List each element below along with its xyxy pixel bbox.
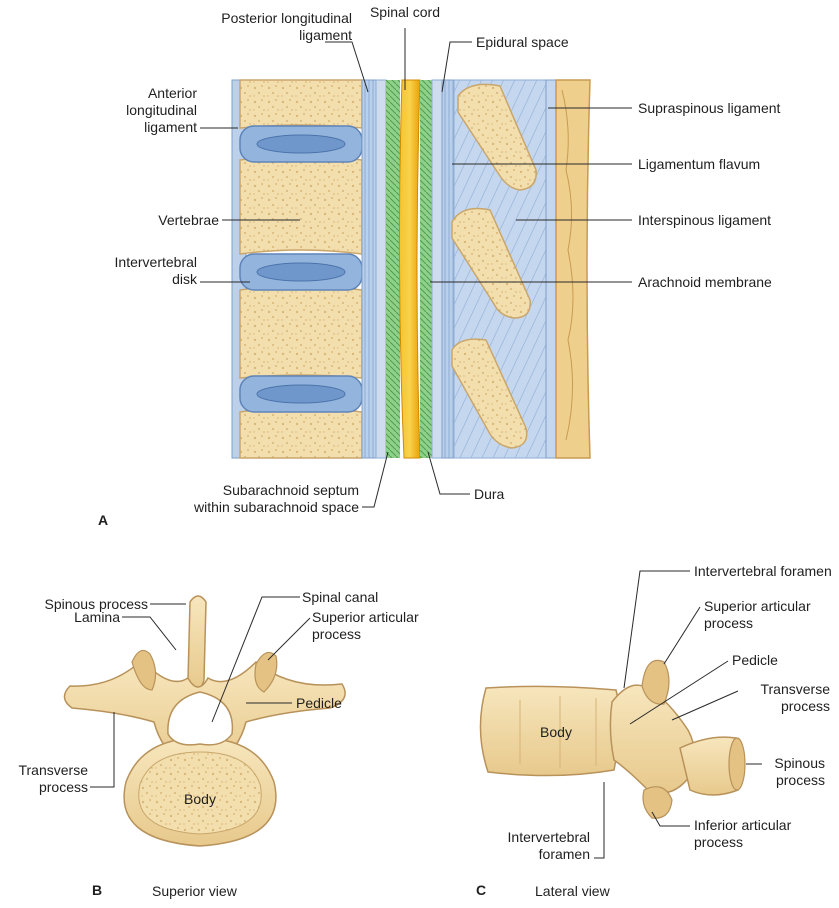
- supraspinous-ligament: [546, 80, 556, 458]
- label-spinal-cord: Spinal cord: [365, 4, 445, 21]
- label-c-transverse-process: Transverse process: [760, 681, 830, 715]
- label-c-pedicle: Pedicle: [732, 652, 778, 669]
- label-c-intervertebral-foramen-bottom: Intervertebral foramen: [508, 829, 590, 863]
- intervertebral-disk-2: [240, 254, 362, 290]
- label-dura: Dura: [474, 486, 504, 503]
- label-epidural-space: Epidural space: [476, 34, 569, 51]
- vertebra-1: [240, 80, 362, 128]
- panel-a-illustration: [232, 80, 590, 458]
- label-c-body: Body: [526, 724, 586, 741]
- subarachnoid-space-front: [386, 80, 400, 458]
- label-posterior-longitudinal-ligament: Posterior longitudinal ligament: [221, 10, 352, 44]
- panel-b-caption: Superior view: [152, 883, 237, 900]
- b-spinous-process: [188, 596, 206, 690]
- label-subarachnoid-septum: Subarachnoid septum within subarachnoid …: [194, 482, 359, 516]
- label-ligamentum-flavum: Ligamentum flavum: [638, 156, 760, 173]
- label-b-body: Body: [170, 791, 230, 808]
- vertebra-4: [240, 408, 362, 458]
- label-arachnoid-membrane: Arachnoid membrane: [638, 274, 772, 291]
- intervertebral-disk-1: [240, 126, 362, 162]
- panel-b-letter: B: [92, 882, 102, 899]
- label-c-inferior-articular-process: Inferior articular process: [694, 817, 791, 851]
- label-b-pedicle: Pedicle: [296, 695, 342, 712]
- label-c-superior-articular-process: Superior articular process: [704, 598, 811, 632]
- panel-b-illustration: [64, 596, 345, 846]
- label-intervertebral-disk: Intervertebral disk: [115, 254, 197, 288]
- spinal-cord: [399, 80, 420, 458]
- label-b-transverse-process: Transverse process: [18, 762, 88, 796]
- label-b-lamina: Lamina: [74, 609, 120, 626]
- subarachnoid-space-back: [420, 80, 432, 458]
- posterior-longitudinal-ligament: [362, 80, 376, 458]
- panel-c-letter: C: [476, 882, 486, 899]
- label-supraspinous-ligament: Supraspinous ligament: [638, 100, 780, 117]
- panel-c-caption: Lateral view: [535, 883, 610, 900]
- label-b-superior-articular-process: Superior articular process: [312, 609, 419, 643]
- posterior-soft-tissue: [556, 80, 590, 458]
- label-vertebrae: Vertebrae: [158, 212, 219, 229]
- panel-c-illustration: [480, 660, 745, 818]
- panel-a-letter: A: [98, 512, 108, 529]
- label-c-intervertebral-foramen-top: Intervertebral foramen: [694, 563, 832, 580]
- label-b-spinal-canal: Spinal canal: [302, 589, 378, 606]
- label-interspinous-ligament: Interspinous ligament: [638, 212, 771, 229]
- label-anterior-longitudinal-ligament: Anterior longitudinal ligament: [126, 85, 197, 136]
- intervertebral-disk-3: [240, 376, 362, 412]
- vertebra-3: [240, 286, 362, 378]
- ligamentum-flavum: [442, 80, 454, 458]
- label-c-spinous-process: Spinous process: [774, 755, 825, 789]
- dura-front: [376, 80, 386, 458]
- vertebra-2: [240, 156, 362, 254]
- dura-back: [432, 80, 442, 458]
